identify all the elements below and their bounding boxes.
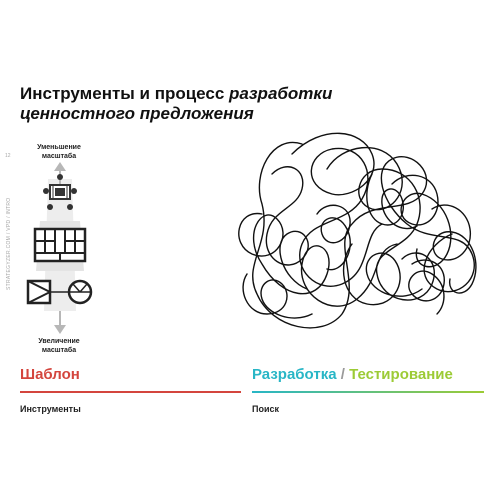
- zoom-diagram: [26, 162, 93, 334]
- title-part1-emphasis: разработки: [229, 84, 333, 103]
- test-label: Тестирование: [349, 366, 453, 383]
- design-test-heading: Разработка / Тестирование: [252, 366, 453, 384]
- down-arrow-icon: [54, 311, 66, 334]
- zoom-in-label: Увеличение масштаба: [38, 338, 80, 354]
- side-vertical-text: STRATEGYZER.COM / VPD / INTRO: [0, 150, 12, 290]
- scribble-drawing: [238, 132, 477, 329]
- canvas-icon: [43, 174, 77, 210]
- design-test-divider: [252, 391, 484, 393]
- template-divider: [20, 391, 241, 393]
- tools-label: Инструменты: [20, 404, 81, 414]
- search-label: Поиск: [252, 404, 280, 414]
- page-number: 12: [5, 153, 11, 159]
- business-model-canvas-icon: [33, 227, 87, 263]
- design-label: Разработка: [252, 366, 337, 383]
- separator-label: /: [336, 366, 350, 383]
- value-proposition-canvas-icon: [26, 279, 93, 305]
- title-part2-emphasis: ценностного предложения: [20, 104, 254, 123]
- zoom-out-label: Уменьшение масштаба: [37, 144, 81, 160]
- template-heading: Шаблон: [20, 366, 80, 383]
- title-part1: Инструменты и процесс: [20, 84, 230, 103]
- side-vertical-label: STRATEGYZER.COM / VPD / INTRO: [6, 197, 12, 290]
